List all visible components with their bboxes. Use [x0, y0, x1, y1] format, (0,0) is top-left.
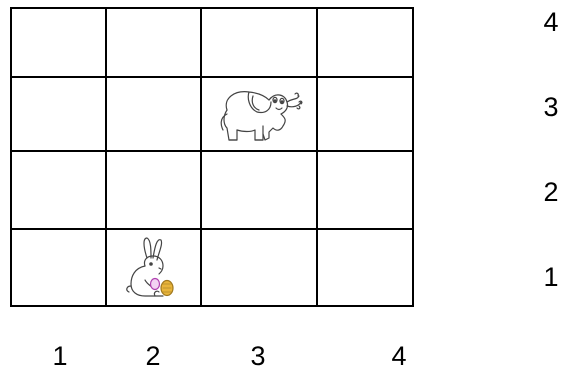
y-label-4: 4 [536, 9, 566, 36]
y-label-1: 1 [536, 264, 566, 291]
grid-cell-2-4[interactable] [106, 8, 201, 77]
y-label-2: 2 [536, 179, 566, 206]
grid-cell-1-4[interactable] [11, 8, 106, 77]
grid-cell-3-1[interactable] [201, 229, 317, 306]
grid-cell-4-1[interactable] [317, 229, 413, 306]
grid-cell-3-4[interactable] [201, 8, 317, 77]
elephant-icon [213, 84, 305, 144]
grid-cell-1-2[interactable] [11, 151, 106, 229]
x-label-4: 4 [384, 343, 414, 370]
rabbit-icon [123, 236, 185, 300]
grid-cell-2-3[interactable] [106, 77, 201, 151]
y-label-3: 3 [536, 94, 566, 121]
grid-cell-4-3[interactable] [317, 77, 413, 151]
x-label-2: 2 [138, 343, 168, 370]
x-label-1: 1 [45, 343, 75, 370]
grid-cell-4-2[interactable] [317, 151, 413, 229]
grid-cell-1-3[interactable] [11, 77, 106, 151]
x-label-3: 3 [243, 343, 273, 370]
grid-cell-1-1[interactable] [11, 229, 106, 306]
grid-cell-3-2[interactable] [201, 151, 317, 229]
grid-board [11, 8, 413, 306]
grid-cell-2-2[interactable] [106, 151, 201, 229]
grid-cell-4-4[interactable] [317, 8, 413, 77]
